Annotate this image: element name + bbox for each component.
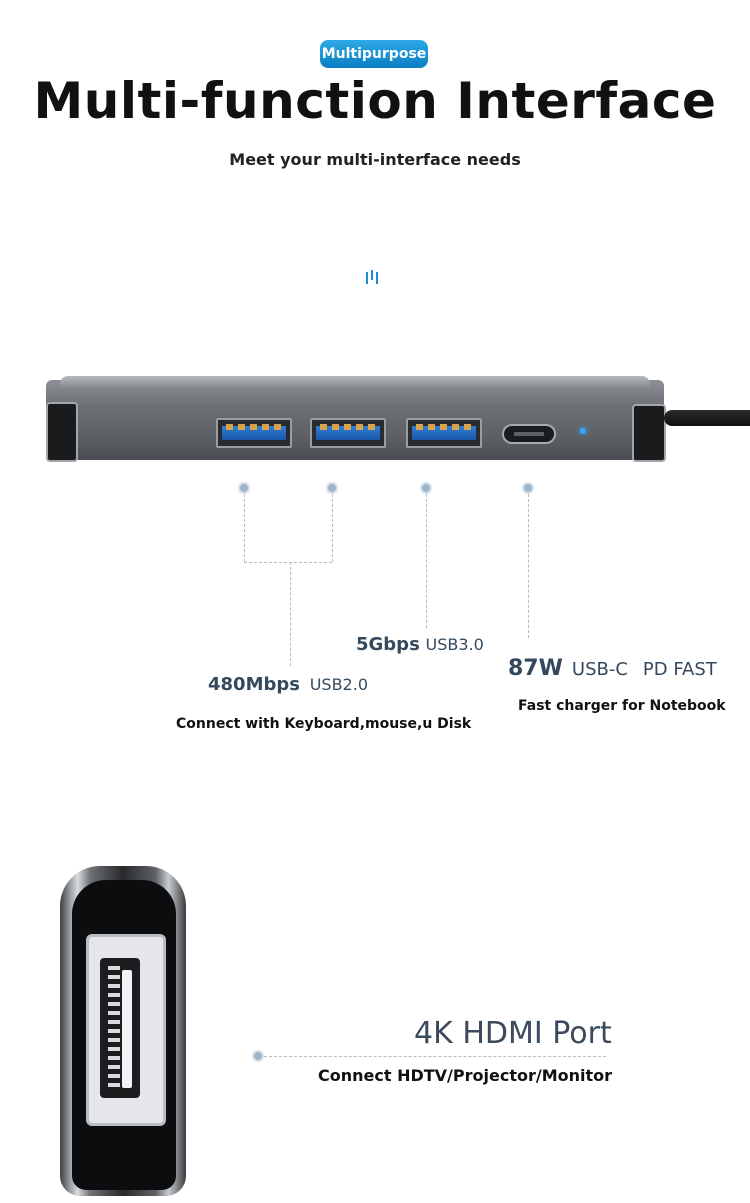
- usb3-speed: 5Gbps: [356, 634, 420, 655]
- callout-line: [290, 562, 291, 666]
- callout-line: [244, 494, 245, 562]
- usbc-description: Fast charger for Notebook: [518, 698, 726, 714]
- usb-c-cable: [664, 410, 750, 426]
- usb-description: Connect with Keyboard,mouse,u Disk: [176, 716, 472, 732]
- callout-dot-hdmi: [252, 1050, 264, 1062]
- usb3-spec: 5Gbps USB3.0: [356, 634, 484, 655]
- callout-dot-usbc: [522, 482, 534, 494]
- usb-a-port-1: [216, 418, 292, 448]
- hdmi-resolution: 4K: [414, 1016, 453, 1051]
- callout-dot-usb2: [326, 482, 338, 494]
- hdmi-tongue: [122, 970, 132, 1088]
- usb-a-port-2: [310, 418, 386, 448]
- hdmi-description: Connect HDTV/Projector/Monitor: [318, 1066, 613, 1085]
- status-led: [580, 428, 586, 434]
- page-title: Multi-function Interface: [33, 72, 717, 130]
- page-subtitle: Meet your multi-interface needs: [229, 150, 521, 169]
- callout-dot-usb3: [420, 482, 432, 494]
- callout-line: [244, 562, 332, 563]
- usbc-mode: PD FAST: [642, 659, 717, 680]
- usbc-power: 87W: [508, 656, 563, 681]
- callout-line: [426, 494, 427, 628]
- usb-a-port-3: [406, 418, 482, 448]
- usb2-speed: 480Mbps: [208, 674, 300, 695]
- multipurpose-badge: Multipurpose: [320, 40, 428, 68]
- usb-c-port: [502, 424, 556, 444]
- hdmi-label: HDMI Port: [462, 1016, 612, 1051]
- usb2-spec: 480Mbps USB2.0: [208, 674, 368, 695]
- usb3-type: USB3.0: [425, 635, 484, 654]
- callout-line: [264, 1056, 606, 1057]
- brand-logo-icon: [366, 270, 378, 284]
- hub-end-cap-left: [46, 402, 78, 462]
- callout-line: [528, 494, 529, 638]
- hdmi-pins: [108, 966, 120, 1090]
- hdmi-port-slot: [100, 958, 140, 1098]
- usbc-spec: 87W USB-C PD FAST: [508, 656, 717, 681]
- usb2-type: USB2.0: [309, 675, 368, 694]
- hub-end-cap-right: [632, 404, 666, 462]
- usbc-type: USB-C: [571, 659, 628, 680]
- callout-line: [332, 494, 333, 562]
- callout-dot-usb1: [238, 482, 250, 494]
- hdmi-heading: 4K HDMI Port: [414, 1016, 612, 1051]
- hub-top-edge: [60, 376, 650, 390]
